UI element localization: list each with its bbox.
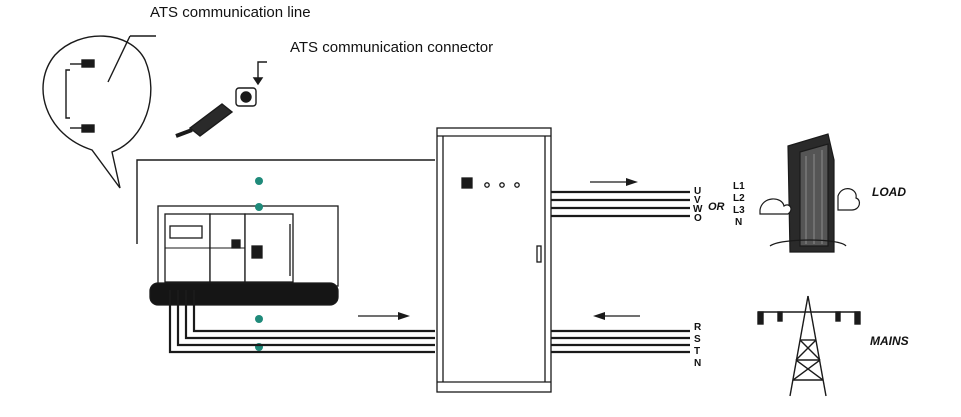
line-label-l2: L2	[733, 193, 745, 204]
mains-label: MAINS	[870, 334, 909, 348]
communication-line-callout	[42, 35, 156, 189]
phase-label-w: W	[693, 204, 703, 215]
building-icon	[759, 133, 861, 253]
transmission-tower-icon	[757, 295, 861, 397]
generator-output-cables	[168, 290, 435, 354]
mains-terminal-labels: R S T N	[694, 322, 702, 369]
line-label-l1: L1	[733, 181, 745, 192]
line-label-l3: L3	[733, 205, 745, 216]
mains-label-s: S	[694, 334, 701, 345]
generator-flow-arrow-head	[398, 312, 410, 320]
mains-input-cables	[551, 329, 690, 354]
communication-connector-caption: ATS communication connector	[290, 39, 494, 56]
load-flow-arrow-head	[626, 178, 638, 186]
communication-line-caption: ATS communication line	[150, 4, 311, 21]
ats-cabinet	[436, 127, 552, 393]
communication-connector-icon	[175, 61, 267, 138]
ats-communication-wire	[136, 159, 435, 244]
mains-label-r: R	[694, 322, 702, 333]
mains-flow-arrow-head	[593, 312, 605, 320]
generator-set	[149, 205, 339, 306]
mains-label-n: N	[694, 358, 701, 369]
output-terminal-labels: U V W O OR L1 L2 L3 N	[693, 181, 745, 228]
load-label: LOAD	[872, 185, 906, 199]
line-label-n: N	[735, 217, 742, 228]
or-label: OR	[708, 201, 725, 213]
phase-label-u: U	[694, 186, 701, 197]
phase-label-o: O	[694, 213, 702, 224]
load-output-cables	[551, 190, 690, 218]
mains-label-t: T	[694, 346, 700, 357]
phase-label-v: V	[694, 195, 701, 206]
